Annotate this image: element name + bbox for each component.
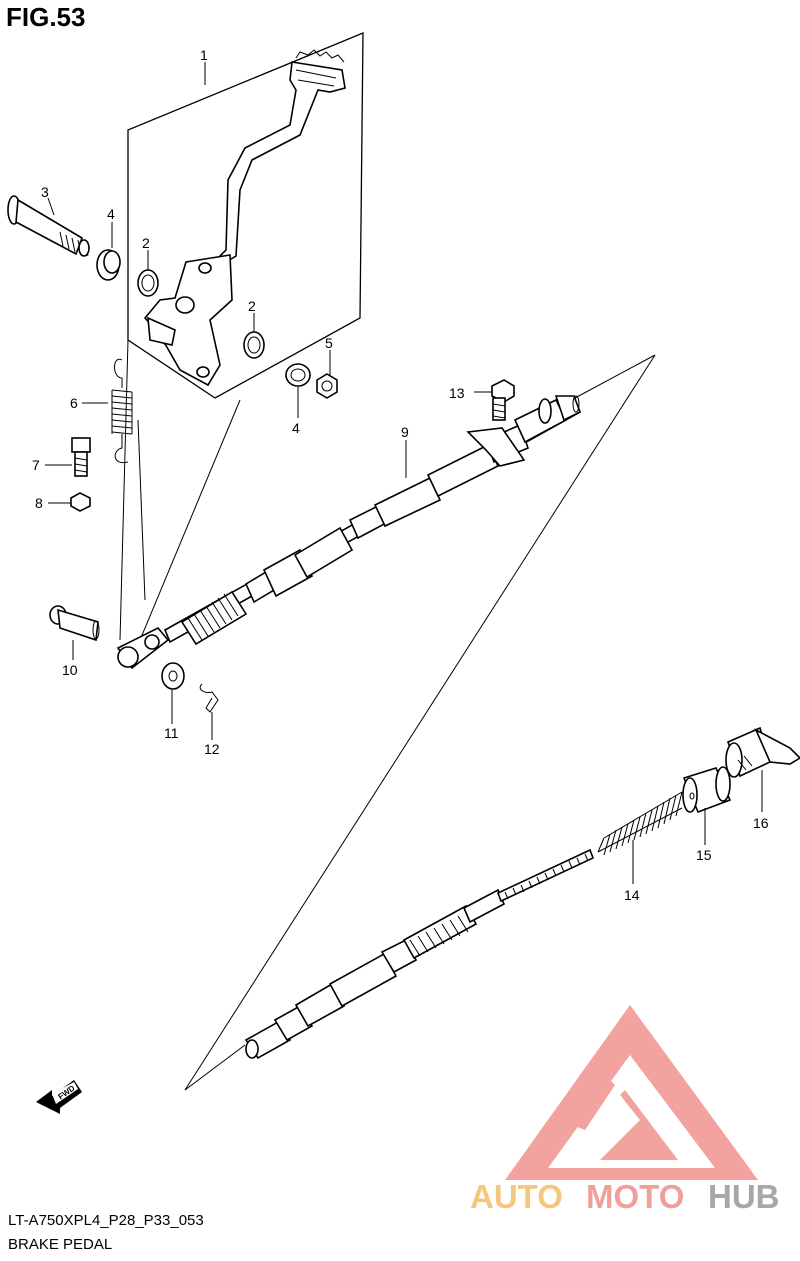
- cable-holder: [725, 726, 800, 778]
- figure-code: LT-A750XPL4_P28_P33_053: [8, 1212, 204, 1229]
- brake-rod-lower: [244, 848, 595, 1060]
- bushing-lower: [285, 363, 311, 387]
- callout-2-upper: 2: [142, 235, 150, 251]
- watermark-logo: [505, 1005, 758, 1180]
- pedal-assembly-frame: [127, 32, 364, 399]
- cotter-pin: [199, 683, 219, 713]
- return-spring: [111, 358, 146, 601]
- nut-8: [70, 492, 91, 512]
- rod-joint: [682, 766, 732, 814]
- callout-15: 15: [696, 847, 712, 863]
- callout-10: 10: [62, 662, 78, 678]
- watermark-moto: MOTO: [586, 1178, 684, 1215]
- cable-clevis: [116, 627, 170, 670]
- bolt-13: [491, 379, 515, 421]
- oil-seal-lower: [243, 331, 265, 359]
- callout-1: 1: [200, 47, 208, 63]
- callout-14: 14: [624, 887, 640, 903]
- callout-9: 9: [401, 424, 409, 440]
- bushing-upper: [96, 249, 121, 281]
- callout-2-lower: 2: [248, 298, 256, 314]
- callout-12: 12: [204, 741, 220, 757]
- callout-13: 13: [449, 385, 465, 401]
- callout-4-lower: 4: [292, 420, 300, 436]
- watermark-hub: HUB: [708, 1178, 780, 1215]
- fwd-arrow-icon: FWD: [36, 1080, 82, 1114]
- callout-5: 5: [325, 335, 333, 351]
- washer: [161, 662, 185, 690]
- callout-4-upper: 4: [107, 206, 115, 222]
- callout-3: 3: [41, 184, 49, 200]
- callout-numbers: 1 2 2 3 4 4 5 6 7 8 9 10 11 12 13 14 15 …: [32, 47, 769, 903]
- brake-cable-upper: [163, 395, 582, 646]
- nut-5: [316, 373, 338, 399]
- brake-pedal-arm: [143, 49, 346, 387]
- watermark-text: AUTO MOTO HUB: [470, 1178, 780, 1215]
- callout-16: 16: [753, 815, 769, 831]
- callout-7: 7: [32, 457, 40, 473]
- callout-11: 11: [164, 725, 179, 741]
- rod-spring: [597, 791, 683, 856]
- figure-name: BRAKE PEDAL: [8, 1236, 113, 1253]
- leader-guides: [119, 339, 656, 1091]
- clevis-pin: [49, 605, 100, 642]
- oil-seal-upper: [137, 269, 159, 297]
- pivot-bolt: [7, 195, 90, 257]
- callout-6: 6: [70, 395, 78, 411]
- watermark-auto: AUTO: [470, 1178, 563, 1215]
- callout-8: 8: [35, 495, 43, 511]
- bolt-7: [71, 437, 91, 477]
- figure-title: FIG.53: [6, 2, 86, 32]
- callout-leaders: [45, 197, 763, 884]
